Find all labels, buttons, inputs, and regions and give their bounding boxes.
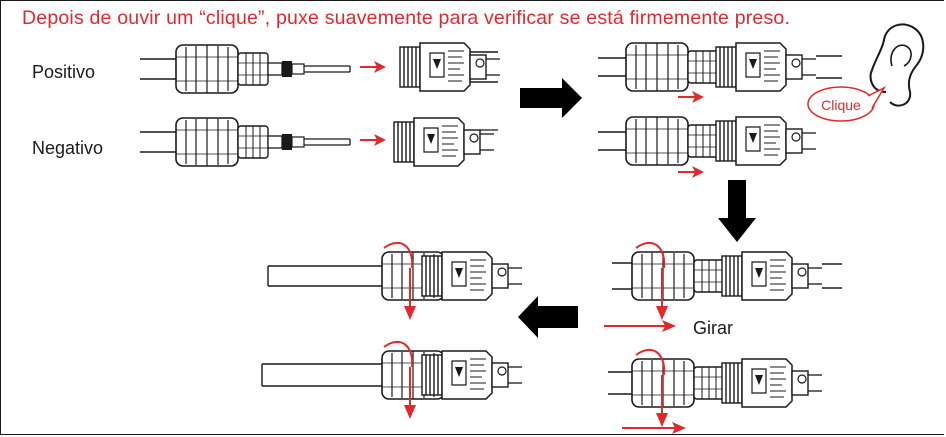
push-arrow-positive	[359, 60, 387, 74]
step4-positive-done	[267, 251, 523, 301]
step1-positive-housing	[399, 42, 501, 92]
step2-negative-connected	[598, 116, 817, 166]
flow-arrow-right	[520, 78, 582, 118]
step1-negative-assembly	[140, 117, 351, 167]
step2-positive-connected	[598, 42, 842, 92]
step1-negative-housing	[393, 117, 498, 167]
push-arrow-negative	[359, 133, 387, 147]
label-positive: Positivo	[32, 62, 96, 82]
click-bubble: Clique	[807, 86, 886, 122]
push-arrow-step2-top	[677, 90, 705, 104]
label-negative: Negativo	[32, 138, 104, 158]
instruction-title: Depois de ouvir um “clique”, puxe suavem…	[22, 7, 791, 29]
step1-positive-assembly	[140, 44, 351, 94]
step3-positive-rotate	[612, 251, 842, 301]
push-arrow-step3-bottom	[622, 422, 686, 434]
rotate-push-arrow	[604, 320, 676, 332]
step3-negative-rotate	[608, 358, 823, 408]
flow-arrow-down	[718, 180, 756, 242]
push-arrow-step2-bottom	[677, 165, 705, 179]
flow-arrow-left	[518, 296, 578, 338]
step4-negative-done	[261, 350, 523, 400]
ear-icon	[869, 23, 925, 107]
label-rotate: Girar	[693, 318, 733, 338]
click-label: Clique	[821, 97, 861, 113]
